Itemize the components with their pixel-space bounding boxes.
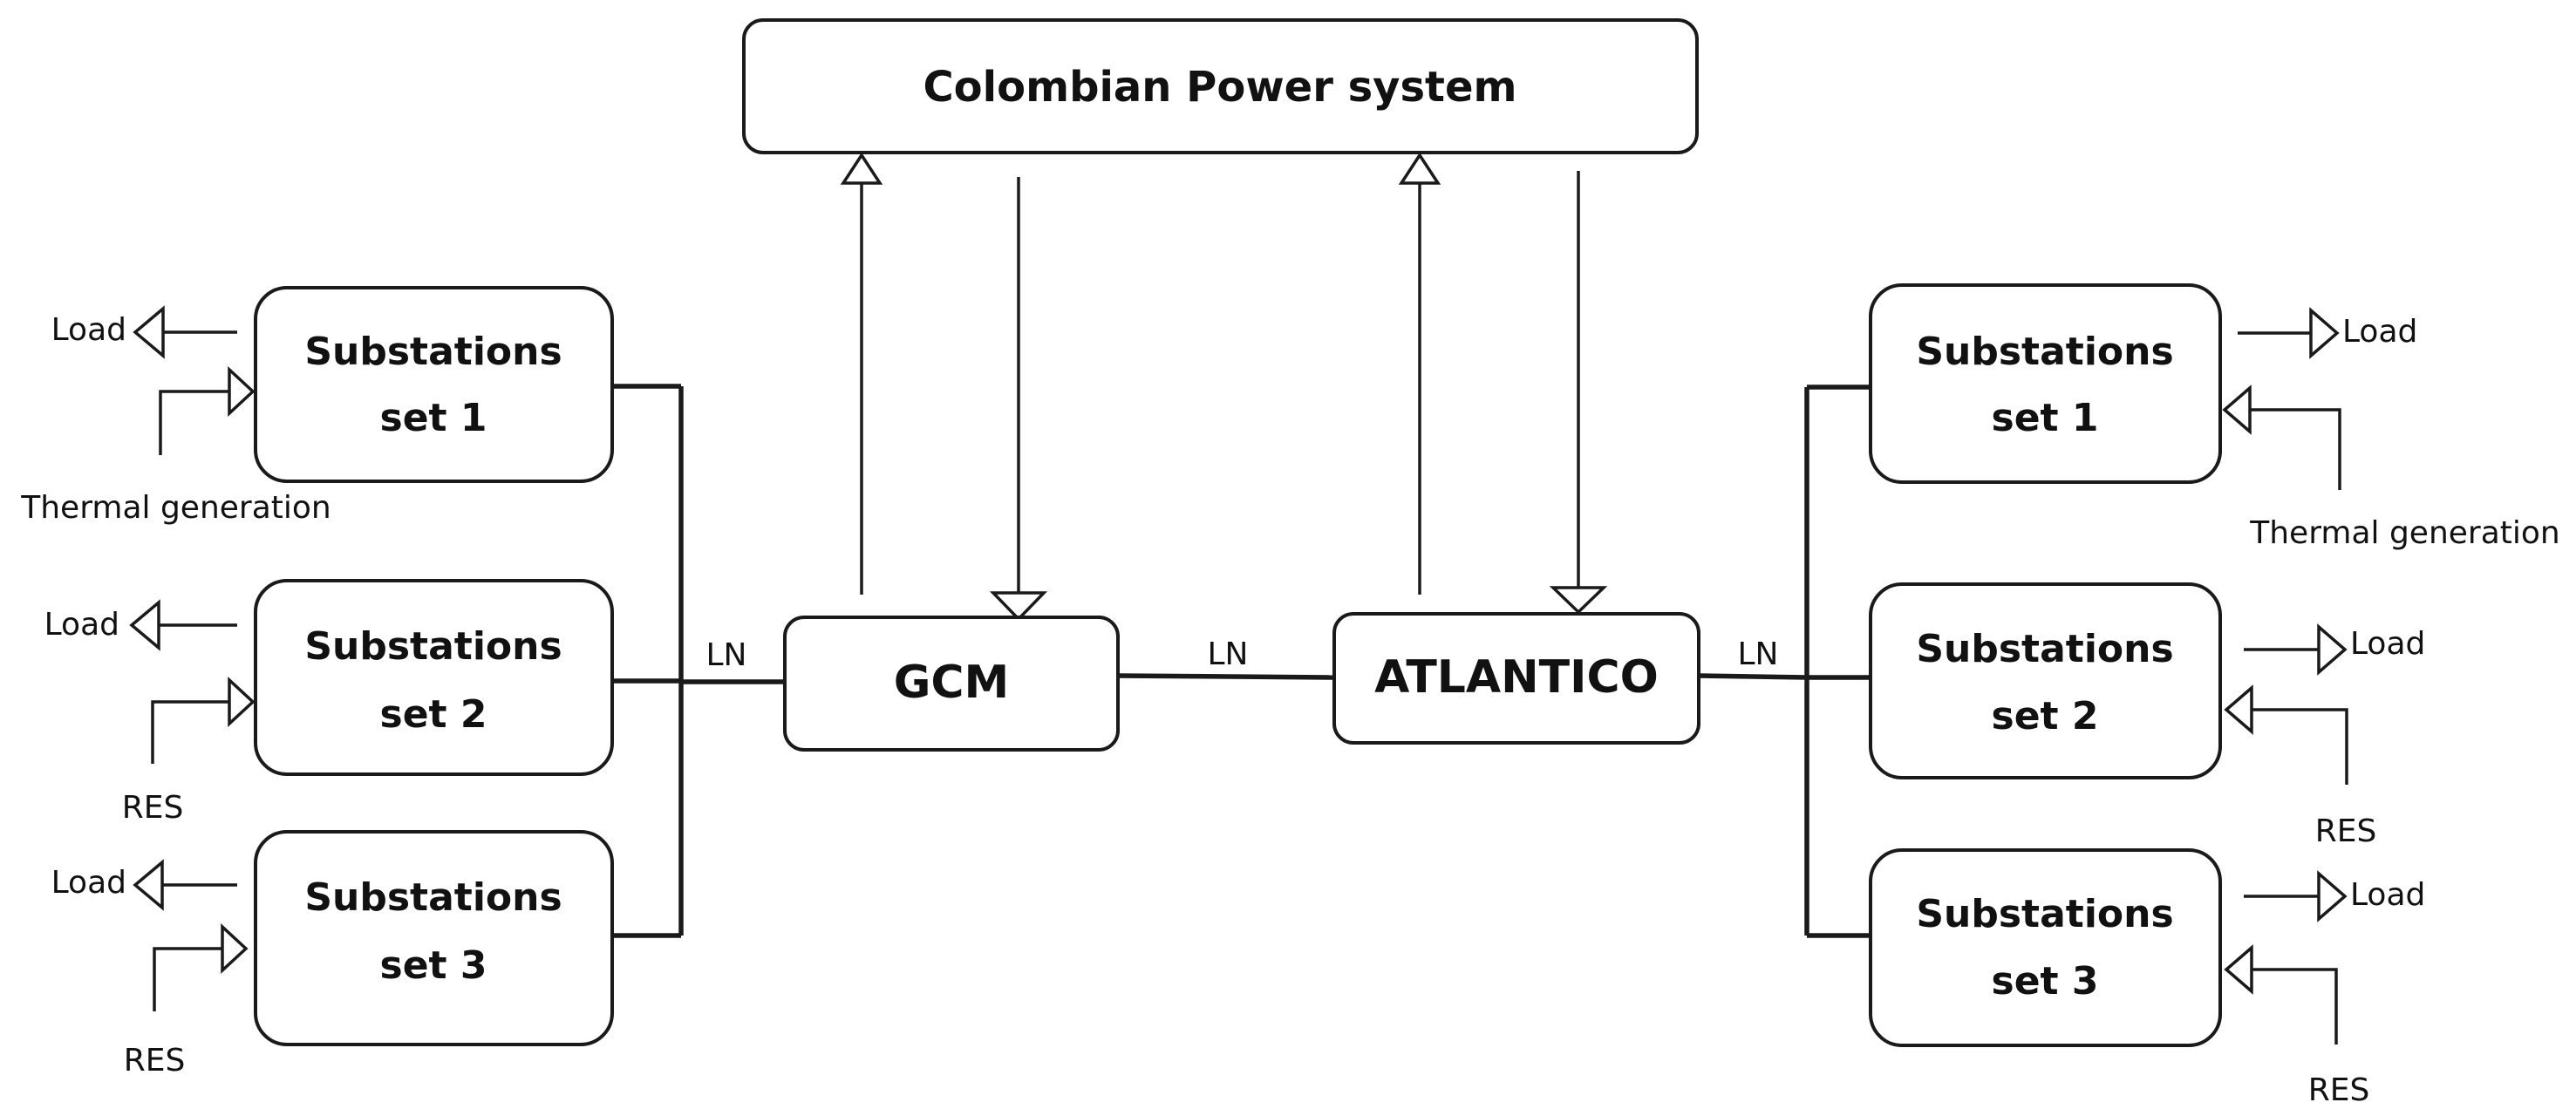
left-input-line-1	[159, 390, 229, 455]
right-input-label-1: Thermal generation	[2249, 515, 2559, 551]
left-load-label-1: Load	[51, 312, 126, 348]
left-input-line-2	[151, 700, 229, 764]
right-load-arrowhead-1	[2309, 307, 2340, 359]
left-load-label-2: Load	[44, 607, 119, 643]
left-substation-subtitle-2: set 2	[380, 692, 487, 737]
gcm-export-arrowhead	[840, 152, 883, 185]
right-input-line-1	[2250, 408, 2341, 490]
left-load-arrowhead-1	[133, 305, 165, 359]
left-substation-title-3: Substations	[304, 875, 562, 920]
gcm-import-arrowhead	[989, 591, 1048, 622]
right-substation-box-1	[1869, 283, 2222, 484]
right-substation-subtitle-1: set 1	[1992, 396, 2099, 440]
left-substation-title-1: Substations	[304, 330, 562, 374]
right-input-label-3: RES	[2308, 1072, 2370, 1108]
right-input-arrowhead-2	[2224, 684, 2253, 735]
left-substation-subtitle-1: set 1	[380, 396, 487, 440]
right-input-line-2	[2252, 708, 2348, 785]
left-substation-subtitle-3: set 3	[380, 943, 487, 988]
left-substation-title-2: Substations	[304, 624, 562, 669]
left-substation-box-1	[254, 286, 614, 483]
gcm-atlantico-line	[1117, 673, 1335, 680]
left-substation-box-2	[254, 579, 614, 776]
left-input-arrowhead-1	[228, 365, 256, 418]
left-input-label-3: RES	[124, 1043, 186, 1079]
right-substation-subtitle-3: set 3	[1992, 959, 2099, 1004]
left-input-arrowhead-3	[221, 922, 249, 975]
right-input-arrowhead-3	[2224, 944, 2253, 995]
atlantico-import-arrowhead	[1549, 586, 1608, 615]
right-load-arrowhead-3	[2317, 870, 2348, 922]
ln-label-left: LN	[706, 637, 747, 673]
right-substation-box-3	[1869, 848, 2222, 1047]
left-load-arrowhead-2	[129, 599, 160, 651]
atlantico-label: ATLANTICO	[1374, 651, 1659, 704]
right-load-label-2: Load	[2350, 626, 2425, 662]
ln-label-right: LN	[1738, 636, 1779, 672]
right-substation-subtitle-2: set 2	[1992, 694, 2099, 738]
left-load-label-3: Load	[51, 865, 126, 901]
right-load-label-1: Load	[2342, 314, 2417, 350]
right-input-label-2: RES	[2315, 813, 2377, 849]
right-input-arrowhead-1	[2222, 384, 2252, 435]
right-input-line-3	[2252, 968, 2338, 1045]
atlantico-box	[1332, 612, 1700, 745]
right-substation-box-2	[1869, 582, 2222, 779]
atlantico-export-arrowhead	[1398, 152, 1441, 185]
right-load-label-3: Load	[2350, 877, 2425, 913]
right-load-arrowhead-2	[2317, 623, 2348, 676]
colombian-power-system-label: Colombian Power system	[923, 63, 1516, 112]
left-input-label-2: RES	[122, 790, 184, 826]
left-substation-box-3	[254, 830, 614, 1046]
left-input-label-1: Thermal generation	[20, 490, 331, 526]
right-substation-title-2: Substations	[1916, 627, 2173, 671]
ln-label-center: LN	[1208, 636, 1249, 672]
colombian-power-system-box	[742, 18, 1699, 154]
right-bus-from-atlantico	[1698, 673, 1808, 680]
gcm-label: GCM	[894, 657, 1010, 709]
left-input-arrowhead-2	[228, 676, 256, 728]
left-load-arrowhead-3	[133, 859, 164, 911]
right-substation-title-1: Substations	[1916, 330, 2173, 374]
left-input-line-3	[153, 947, 222, 1011]
right-substation-title-3: Substations	[1916, 892, 2173, 936]
